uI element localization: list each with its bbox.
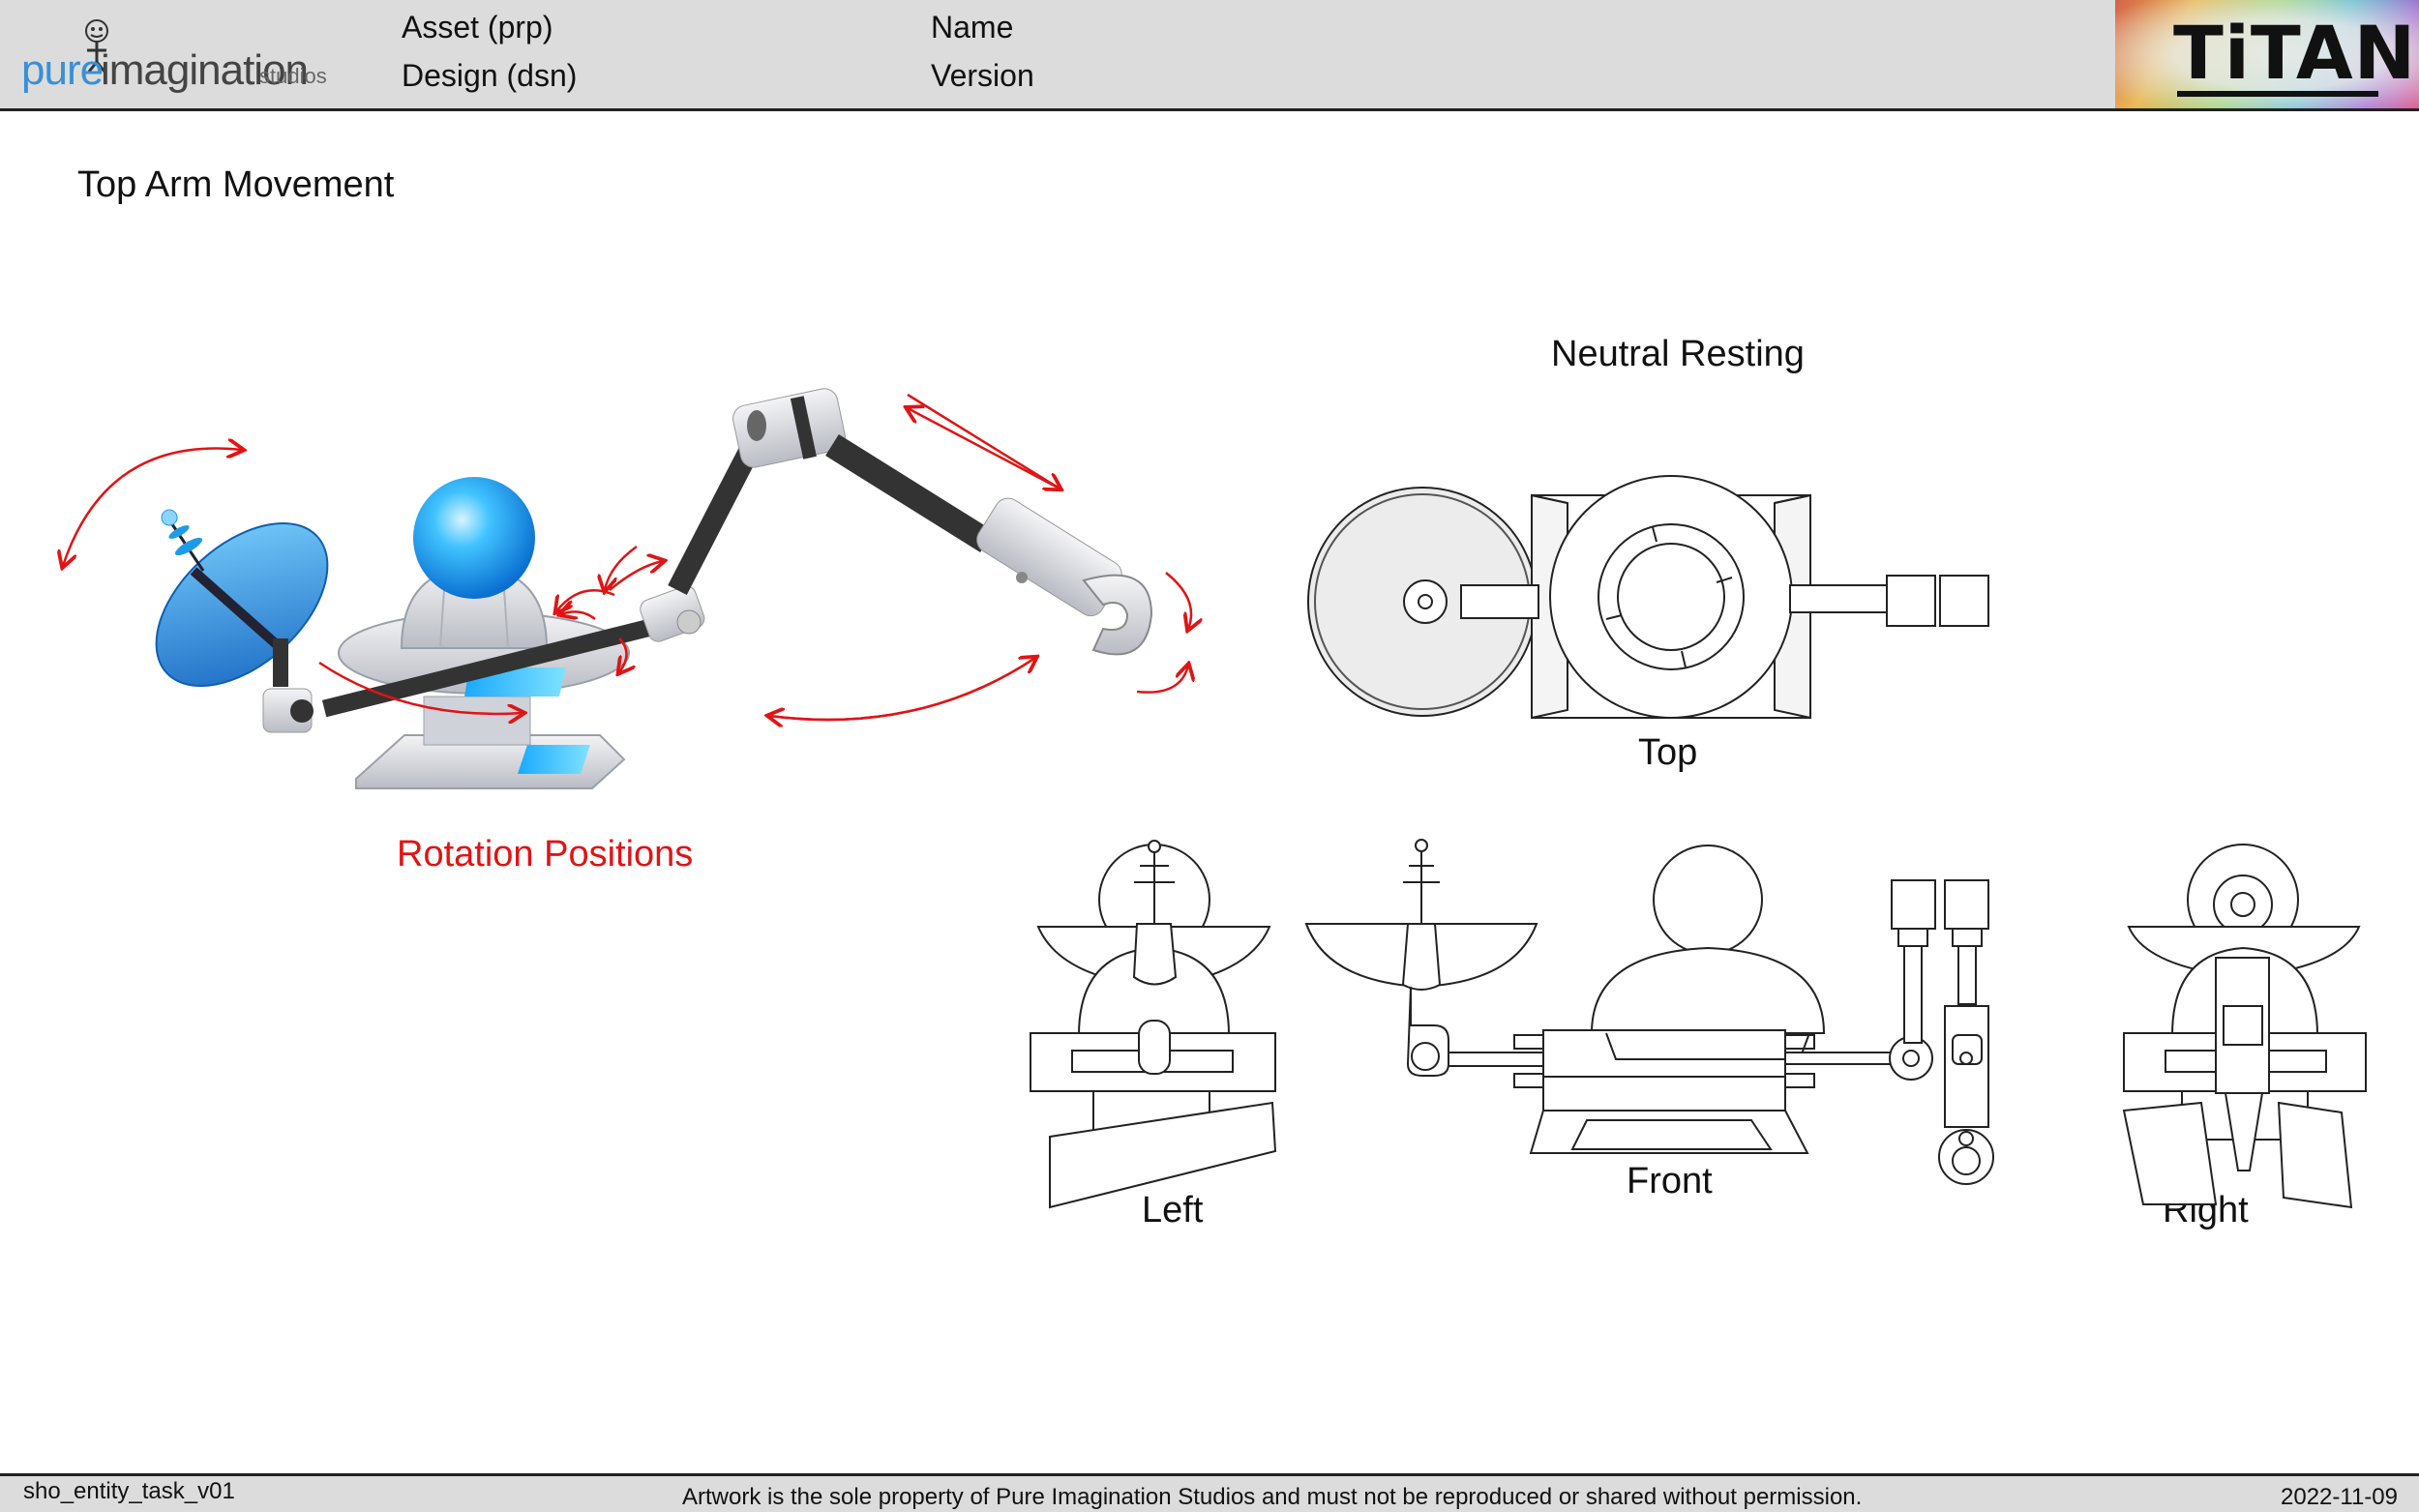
studio-logo: pure imagination studios [17,17,327,95]
rotation-arrows [63,393,1191,720]
rotation-positions-label: Rotation Positions [397,834,694,875]
robot-arm-illustration [63,388,1191,789]
neutral-resting-title: Neutral Resting [1551,334,1805,374]
design-field: Design (dsn) [402,58,578,93]
footer-bar: sho_entity_task_v01 Artwork is the sole … [0,1473,2419,1512]
page-title: Top Arm Movement [77,164,395,205]
logo-text-pure: pure [21,46,104,94]
view-label-front: Front [1627,1161,1713,1201]
asset-field: Asset (prp) [402,10,553,44]
top-view-drawing [1307,475,1989,720]
footer-copyright: Artwork is the sole property of Pure Ima… [682,1484,1863,1510]
header-bar: pure imagination studios Asset (prp) Des… [0,0,2419,111]
titan-logo-text: TiTAN [2173,10,2417,96]
right-view-drawing [2122,844,2367,1209]
name-field: Name [931,10,1014,44]
logo-text-imagination: imagination [101,46,309,94]
titan-brand-logo: TiTAN [2115,0,2419,108]
footer-filename: sho_entity_task_v01 [23,1478,235,1504]
version-field: Version [931,58,1034,93]
view-label-top: Top [1638,732,1698,773]
left-view-drawing [1030,840,1277,1209]
mascot-icon [85,19,108,73]
footer-date: 2022-11-09 [2281,1484,2398,1510]
front-view-drawing [1304,839,1994,1185]
logo-text-studios: studios [259,64,327,88]
view-label-left: Left [1142,1190,1204,1230]
